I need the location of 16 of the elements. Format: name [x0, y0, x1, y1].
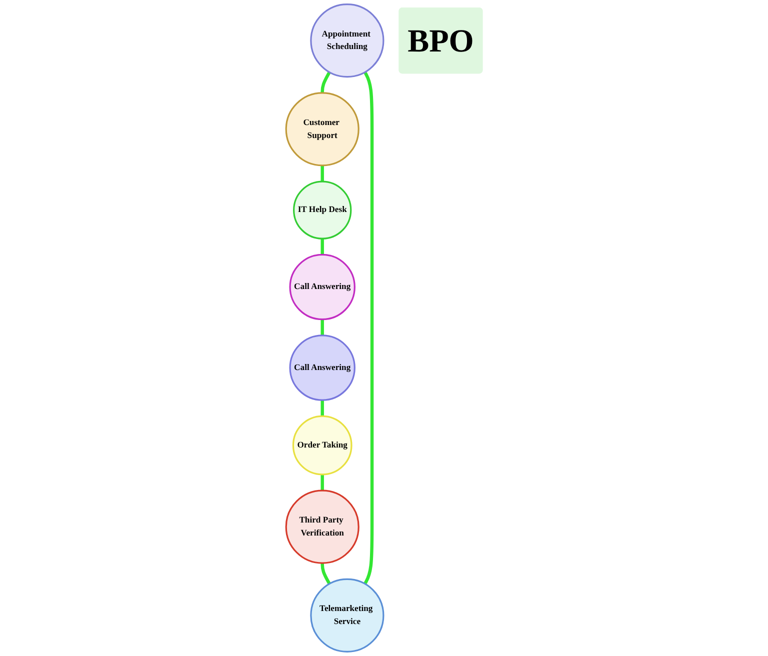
node-circle: Third Party Verification: [285, 490, 360, 564]
node-circle: Appointment Scheduling: [310, 3, 384, 78]
connector: [320, 474, 324, 491]
node-circle: Order Taking: [292, 415, 352, 476]
connector: [320, 400, 324, 416]
connector: [320, 165, 324, 182]
node-circle: Call Answering: [289, 334, 356, 401]
node-circle: Customer Support: [285, 92, 360, 166]
connector: [320, 71, 331, 94]
connector: [320, 319, 324, 336]
connector: [320, 238, 324, 255]
connector: [320, 562, 331, 585]
connector: [364, 71, 374, 585]
node-circle: IT Help Desk: [293, 180, 352, 240]
node-circle: Telemarketing Service: [310, 578, 384, 652]
node-circle: Call Answering: [289, 254, 356, 320]
